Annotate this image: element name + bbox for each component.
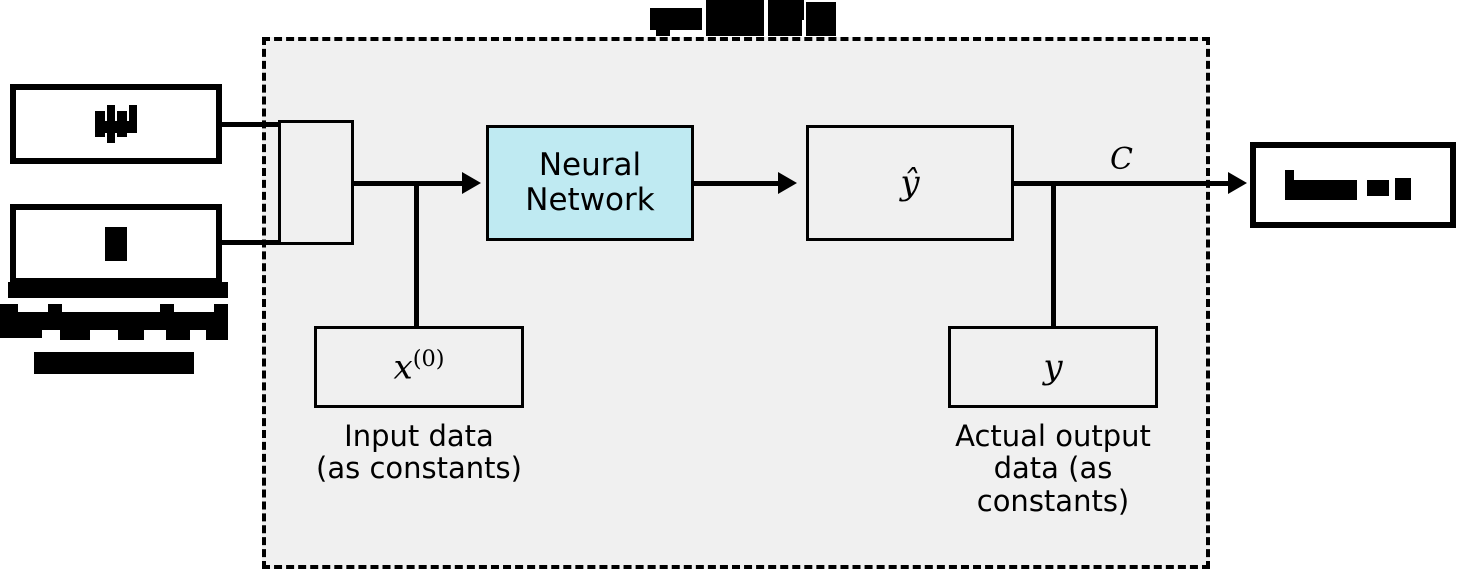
input-data-caption-line1: Input data <box>344 419 494 453</box>
neural-network-label-line1: Neural <box>538 147 642 184</box>
prediction-node[interactable]: ŷ <box>806 125 1014 241</box>
redaction-bar <box>1395 178 1411 200</box>
redaction-bar <box>806 2 836 36</box>
actual-output-caption-line1: Actual output <box>955 419 1151 453</box>
redaction-bar <box>738 18 746 36</box>
actual-output-node[interactable]: y <box>948 326 1158 408</box>
connector-nn-to-prediction <box>694 181 786 186</box>
external-right-box-label-redacted <box>1285 170 1421 200</box>
actual-output-caption: Actual output data (as constants) <box>908 419 1198 518</box>
external-bottom-caption-redacted <box>0 282 240 374</box>
redaction-bar <box>656 22 670 36</box>
neural-network-node[interactable]: Neural Network <box>486 125 694 241</box>
cost-label: C <box>1110 142 1133 177</box>
input-data-node[interactable]: x(0) <box>314 326 524 408</box>
actual-output-caption-line3: constants) <box>976 483 1130 518</box>
redaction-bar <box>796 0 804 20</box>
header-title-redacted <box>646 0 836 36</box>
redaction-bar <box>118 330 144 340</box>
redaction-bar <box>1367 180 1389 196</box>
redaction-bar <box>1294 180 1357 200</box>
input-stub-node[interactable] <box>278 120 354 245</box>
neural-network-label-line2: Network <box>525 182 655 218</box>
input-data-symbol: x(0) <box>394 346 445 387</box>
arrowhead-to-cost-box <box>1228 172 1247 194</box>
input-data-caption-line2: (as constants) <box>316 451 522 486</box>
input-data-superscript: (0) <box>412 346 445 373</box>
external-bottom-box[interactable] <box>10 204 222 284</box>
actual-output-symbol: y <box>1043 347 1063 387</box>
redaction-bar <box>166 330 190 340</box>
redaction-bar <box>95 121 137 133</box>
redaction-bar <box>8 282 228 298</box>
connector-stub-to-nn <box>352 181 472 186</box>
redaction-bar <box>206 326 228 340</box>
connector-input-data-riser <box>414 184 419 326</box>
external-bottom-box-label-redacted <box>105 227 127 261</box>
redaction-bar <box>129 105 137 125</box>
redaction-bar <box>0 312 228 330</box>
external-top-box[interactable] <box>10 84 222 164</box>
connector-top-left <box>222 122 292 127</box>
connector-actual-output-riser <box>1051 184 1056 326</box>
actual-output-caption-line2: data (as <box>993 451 1113 486</box>
redaction-bar <box>706 0 764 36</box>
redaction-bar <box>60 330 90 340</box>
arrowhead-to-prediction <box>778 172 797 194</box>
redaction-bar <box>0 330 42 338</box>
external-top-box-label-redacted <box>95 105 137 143</box>
input-data-base: x <box>393 347 413 388</box>
external-right-box[interactable] <box>1250 142 1456 228</box>
connector-prediction-to-cost <box>1012 181 1240 186</box>
input-data-caption: Input data (as constants) <box>274 420 564 485</box>
redaction-bar <box>1285 170 1294 200</box>
arrowhead-to-nn <box>462 172 481 194</box>
connector-bottom-left <box>222 240 292 245</box>
prediction-label: ŷ <box>900 163 920 203</box>
redaction-bar <box>34 352 194 374</box>
